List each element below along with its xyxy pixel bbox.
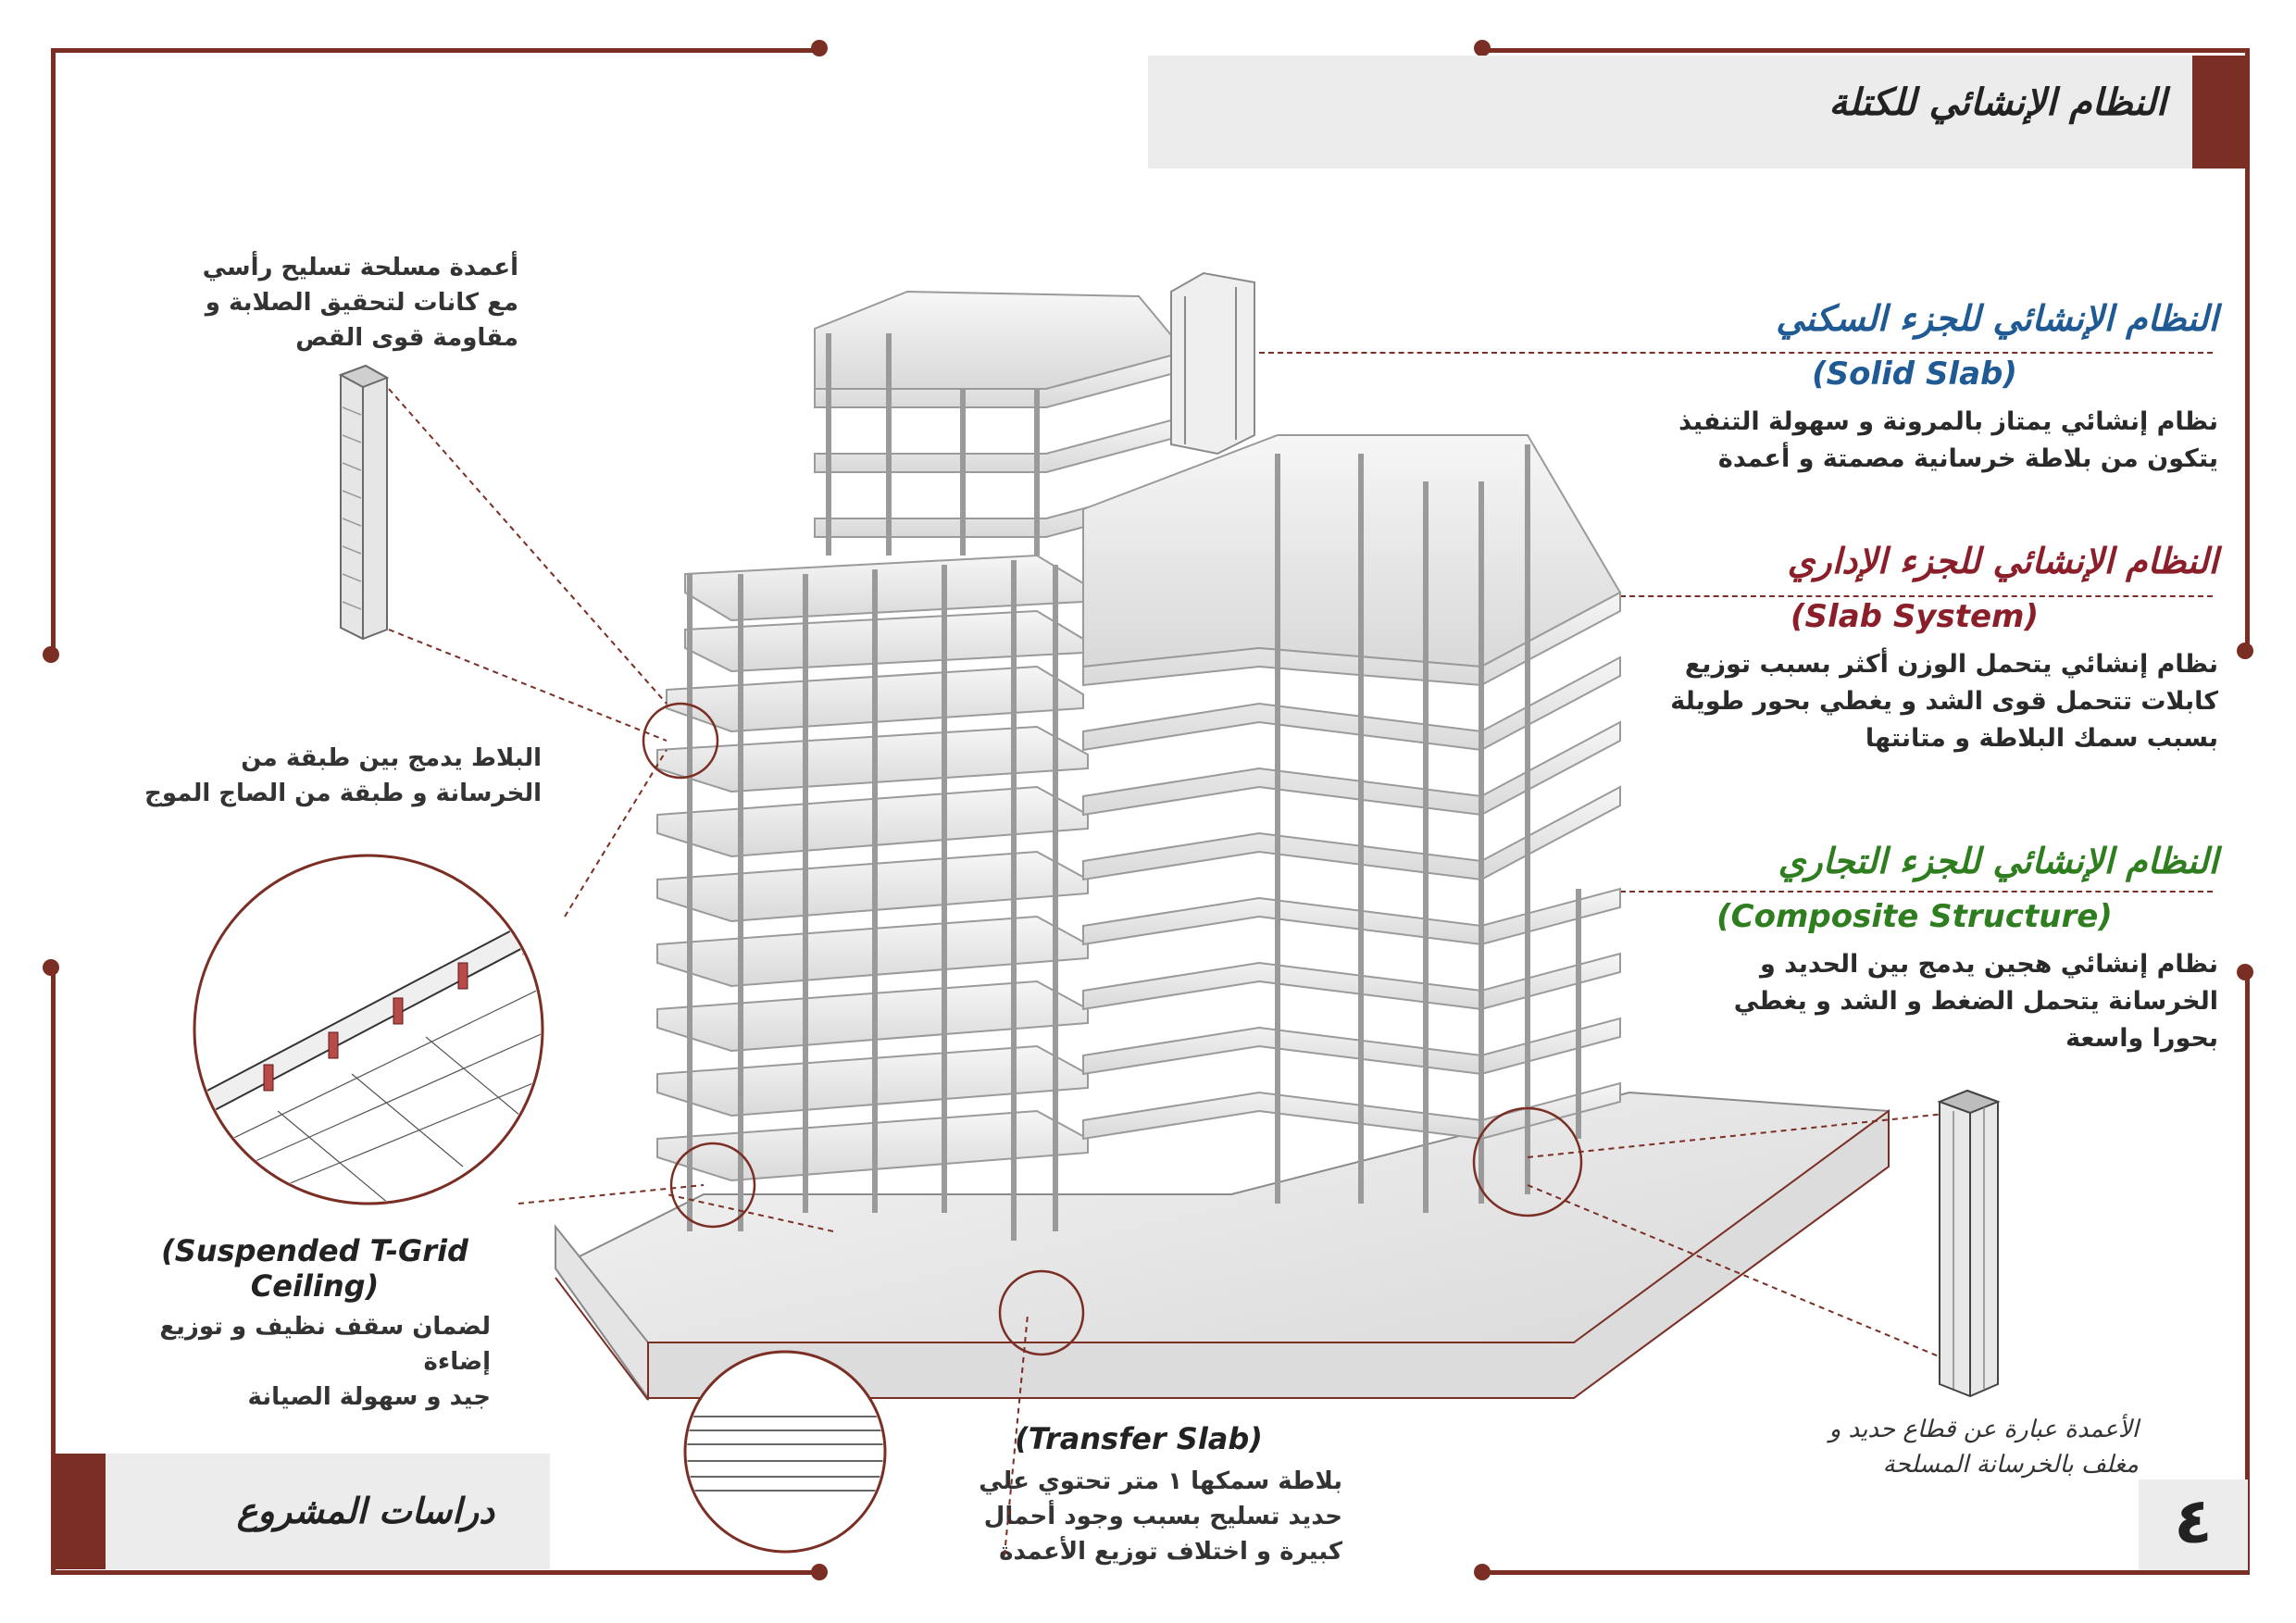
commercial-section: النظام الإنشائي للجزء التجاري (Composite… xyxy=(1611,839,2218,1057)
transfer-title: (Transfer Slab) xyxy=(1015,1421,1263,1456)
frame-dot xyxy=(43,646,59,663)
frame-dot xyxy=(1474,1564,1491,1580)
steel-column-note: الأعمدة عبارة عن قطاع حديد و مغلف بالخرس… xyxy=(1768,1412,2139,1482)
header-accent xyxy=(2192,56,2248,169)
administrative-section: النظام الإنشائي للجزء الإداري (Slab Syst… xyxy=(1611,539,2218,757)
frame-dot xyxy=(1474,40,1491,56)
transfer-line: حديد تسليح بسبب وجود أحمال xyxy=(983,1503,1342,1530)
administrative-subheading: (Slab System) xyxy=(1791,598,2039,635)
commercial-subheading: (Composite Structure) xyxy=(1716,898,2113,935)
frame-dot xyxy=(2237,964,2253,980)
leader-residential xyxy=(1259,352,2213,354)
frame-top-right xyxy=(1481,48,2250,53)
core-tower xyxy=(1170,271,1255,456)
composite-slab-detail xyxy=(193,854,544,1205)
commercial-heading: النظام الإنشائي للجزء التجاري xyxy=(1778,841,2218,881)
left-block-columns xyxy=(687,560,1058,1241)
header-band xyxy=(1148,56,2192,169)
frame-dot xyxy=(43,959,59,976)
administrative-line: كابلات تتحمل قوى الشد و يغطي بحور طويلة xyxy=(1670,687,2218,716)
residential-line: نظام إنشائي يمتاز بالمرونة و سهولة التنف… xyxy=(1678,407,2218,436)
transfer-note: (Transfer Slab) بلاطة سمكها ١ متر تحتوي … xyxy=(935,1421,1342,1569)
detail-markers xyxy=(642,702,1583,1356)
frame-bottom-left xyxy=(51,1570,819,1575)
ceiling-title: (Suspended T-Grid Ceiling) xyxy=(161,1233,468,1304)
frame-dot xyxy=(811,1564,828,1580)
footer-band xyxy=(106,1454,550,1569)
steel-note-line: الأعمدة عبارة عن قطاع حديد و xyxy=(1828,1416,2139,1443)
commercial-line: بحورا واسعة xyxy=(2065,1024,2218,1053)
frame-dot xyxy=(811,40,828,56)
commercial-line: نظام إنشائي هجين يدمج بين الحديد و xyxy=(1759,950,2218,979)
commercial-line: الخرسانة يتحمل الضغط و الشد و يغطي xyxy=(1733,987,2218,1016)
frame-top-left xyxy=(51,48,819,53)
page-number: ٤ xyxy=(2174,1485,2213,1558)
administrative-heading: النظام الإنشائي للجزء الإداري xyxy=(1787,541,2218,581)
leader-administrative xyxy=(1620,595,2213,597)
transfer-line: كبيرة و اختلاف توزيع الأعمدة xyxy=(999,1538,1342,1566)
frame-bottom-right xyxy=(1481,1570,2250,1575)
ceiling-note: (Suspended T-Grid Ceiling) لضمان سقف نظي… xyxy=(102,1233,528,1415)
ceiling-line: لضمان سقف نظيف و توزيع إضاءة xyxy=(159,1313,491,1376)
residential-heading: النظام الإنشائي للجزء السكني xyxy=(1776,298,2218,339)
administrative-line: بسبب سمك البلاطة و متانتها xyxy=(1865,724,2218,753)
slab-note-line: البلاط يدمج بين طبقة من xyxy=(241,744,542,772)
column-note: أعمدة مسلحة تسليح رأسي مع كانات لتحقيق ا… xyxy=(139,250,518,356)
slab-note-line: الخرسانة و طبقة من الصاج الموج xyxy=(144,780,542,807)
slab-note: البلاط يدمج بين طبقة من الخرسانة و طبقة … xyxy=(120,741,542,811)
frame-right-upper xyxy=(2245,48,2250,650)
steel-note-line: مغلف بالخرسانة المسلحة xyxy=(1882,1451,2139,1479)
column-note-line: مع كانات لتحقيق الصلابة و xyxy=(205,289,518,317)
detail-leaders xyxy=(388,388,1973,1556)
page-number-band xyxy=(2139,1479,2248,1570)
residential-columns xyxy=(826,333,1040,556)
frame-dot xyxy=(2237,643,2253,659)
column-note-line: مقاومة قوى القص xyxy=(295,324,518,352)
residential-subheading: (Solid Slab) xyxy=(1812,356,2017,393)
frame-right-lower xyxy=(2245,972,2250,1574)
transfer-slab-detail xyxy=(683,1350,887,1554)
right-block-columns xyxy=(1275,444,1581,1213)
column-note-line: أعمدة مسلحة تسليح رأسي xyxy=(202,254,518,281)
page-title: النظام الإنشائي للكتلة xyxy=(1828,81,2166,124)
administrative-line: نظام إنشائي يتحمل الوزن أكثر بسبب توزيع xyxy=(1684,650,2218,679)
footer-accent xyxy=(54,1454,106,1569)
concrete-column-icon xyxy=(338,364,390,641)
transfer-line: بلاطة سمكها ١ متر تحتوي علي xyxy=(979,1467,1342,1495)
frame-left-upper xyxy=(51,48,56,655)
frame-left-lower xyxy=(51,968,56,1574)
steel-column-icon xyxy=(1937,1089,2001,1398)
right-block xyxy=(1082,434,1622,1141)
leader-commercial xyxy=(1620,891,2213,893)
section-label: دراسات المشروع xyxy=(236,1491,494,1531)
residential-line: يتكون من بلاطة خرسانية مصمتة و أعمدة xyxy=(1717,444,2218,473)
ceiling-line: جيد و سهولة الصيانة xyxy=(247,1383,491,1411)
residential-section: النظام الإنشائي للجزء السكني (Solid Slab… xyxy=(1611,296,2218,478)
